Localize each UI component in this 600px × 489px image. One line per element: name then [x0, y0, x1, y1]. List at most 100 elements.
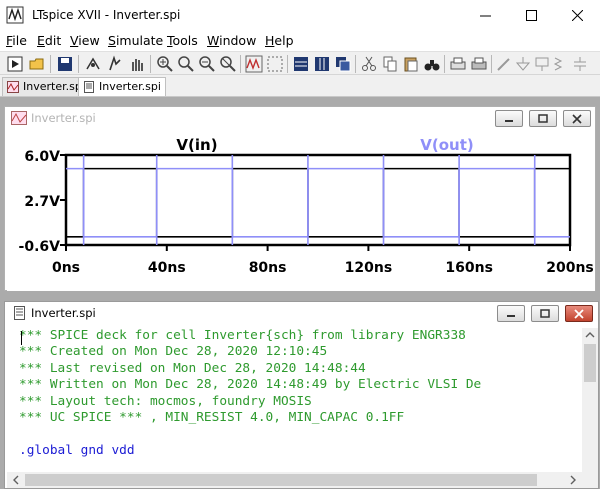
x-tick-label-0: 0ns	[52, 260, 80, 276]
tab-label: Inverter.spi	[99, 80, 161, 93]
legend-label-1: V(out)	[420, 136, 473, 154]
run-icon[interactable]	[6, 55, 24, 73]
cut-icon[interactable]	[360, 55, 378, 73]
zoom-fit-icon[interactable]	[219, 55, 237, 73]
netlist-line: *** Layout tech: mocmos, foundry MOSIS	[19, 393, 312, 409]
close-icon	[574, 309, 584, 319]
horizontal-scroll-thumb[interactable]	[25, 474, 537, 486]
netlist-icon	[84, 81, 94, 93]
resistor-icon[interactable]	[552, 55, 570, 73]
netlist-maximize-button[interactable]	[531, 305, 559, 322]
vertical-scroll-thumb[interactable]	[584, 344, 596, 382]
autorange-icon[interactable]	[245, 55, 263, 73]
series-line-1	[66, 167, 570, 238]
maximize-icon	[526, 10, 537, 21]
scroll-right-icon[interactable]	[566, 472, 580, 488]
scroll-left-icon[interactable]	[9, 472, 23, 488]
find-binoculars-icon[interactable]	[423, 55, 441, 73]
waveform-chart[interactable]: V(in) V(out) 6.0V 2.7V -0.6V 0ns 40ns 80ns 120ns…	[7, 131, 595, 291]
save-icon[interactable]	[56, 55, 74, 73]
netlist-line: .global gnd vdd	[19, 442, 135, 458]
document-tab-bar: Inverter.spi Inverter.spi	[0, 75, 600, 97]
netlist-line: *** UC SPICE *** , MIN_RESIST 4.0, MIN_C…	[19, 410, 405, 426]
netlist-close-button[interactable]	[565, 305, 593, 322]
plot-window-titlebar[interactable]: Inverter.spi	[5, 107, 595, 129]
control-panel-icon[interactable]	[84, 55, 102, 73]
menu-tools[interactable]: Tools	[167, 33, 198, 48]
cascade-icon[interactable]	[334, 55, 352, 73]
waveform-icon	[11, 111, 27, 125]
minimize-button[interactable]	[462, 0, 508, 30]
plot-close-button[interactable]	[563, 110, 591, 127]
capacitor-icon[interactable]	[571, 55, 589, 73]
x-tick-label-2: 80ns	[249, 260, 287, 276]
scrollbar-corner	[582, 472, 598, 488]
netlist-line: *** Last revised on Mon Dec 28, 2020 14:…	[19, 360, 366, 376]
halt-hand-icon[interactable]	[128, 55, 146, 73]
netlist-line	[19, 426, 582, 442]
zoom-in-icon[interactable]	[156, 55, 174, 73]
tab-waveform[interactable]: Inverter.spi	[2, 77, 90, 96]
ltspice-app-icon	[6, 6, 24, 24]
netlist-text-area[interactable]: *** SPICE deck for cell Inverter{sch} fr…	[19, 328, 582, 472]
horizontal-scrollbar[interactable]	[7, 472, 582, 488]
close-button[interactable]	[554, 0, 600, 30]
maximize-icon	[540, 309, 550, 318]
plot-minimize-button[interactable]	[495, 110, 523, 127]
window-title: LTspice XVII - Inverter.spi	[32, 8, 181, 22]
menu-window[interactable]: Window	[207, 33, 257, 48]
tile-vertical-icon[interactable]	[313, 55, 331, 73]
vertical-scrollbar[interactable]	[582, 328, 598, 472]
netlist-window-titlebar[interactable]: Inverter.spi	[5, 302, 598, 324]
print-icon[interactable]	[470, 55, 488, 73]
tab-netlist[interactable]: Inverter.spi	[78, 77, 166, 96]
plot-window: Inverter.spi V(in) V(out) 6.0V 2.7V -0.6V 0ns…	[4, 106, 596, 291]
plot-window-title: Inverter.spi	[31, 111, 96, 125]
plot-maximize-button[interactable]	[529, 110, 557, 127]
x-tick-label-4: 160ns	[445, 260, 493, 276]
title-bar[interactable]: LTspice XVII - Inverter.spi	[0, 0, 600, 30]
zoom-out-icon[interactable]	[198, 55, 216, 73]
draw-wire-icon[interactable]	[495, 55, 513, 73]
menu-bar: File Edit View Simulate Tools Window Hel…	[0, 30, 600, 51]
maximize-button[interactable]	[508, 0, 554, 30]
y-tick-label-2: -0.6V	[19, 239, 61, 255]
menu-view[interactable]: View	[70, 33, 100, 48]
netlist-icon	[14, 306, 25, 320]
menu-help[interactable]: Help	[265, 33, 294, 48]
netlist-line: *** SPICE deck for cell Inverter{sch} fr…	[19, 328, 466, 343]
menu-simulate[interactable]: Simulate	[108, 33, 164, 48]
x-tick-label-3: 120ns	[345, 260, 393, 276]
paste-icon[interactable]	[402, 55, 420, 73]
menu-edit[interactable]: Edit	[37, 33, 62, 48]
netlist-line: *** Written on Mon Dec 28, 2020 14:48:49…	[19, 377, 482, 393]
y-tick-label-1: 2.7V	[24, 194, 60, 210]
close-icon	[572, 114, 582, 124]
netlist-window: Inverter.spi *** SPICE deck for cell Inv…	[4, 301, 599, 489]
x-tick-label-5: 200ns	[546, 260, 594, 276]
legend-label-0: V(in)	[176, 136, 217, 154]
menu-file[interactable]: File	[6, 33, 27, 48]
netlist-window-title: Inverter.spi	[31, 306, 96, 320]
waveform-icon	[7, 81, 19, 93]
select-area-icon[interactable]	[266, 55, 284, 73]
x-tick-label-1: 40ns	[148, 260, 186, 276]
scroll-up-icon[interactable]	[582, 328, 598, 342]
ground-icon[interactable]	[514, 55, 532, 73]
pan-icon[interactable]	[177, 55, 195, 73]
minimize-icon	[507, 315, 515, 317]
copy-icon[interactable]	[381, 55, 399, 73]
label-net-icon[interactable]	[533, 55, 551, 73]
run-simulation-icon[interactable]	[106, 55, 124, 73]
open-folder-icon[interactable]	[28, 55, 46, 73]
print-setup-icon[interactable]	[449, 55, 467, 73]
close-icon	[572, 10, 583, 21]
plot-area[interactable]: V(in) V(out) 6.0V 2.7V -0.6V 0ns 40ns 80ns 120ns…	[7, 131, 595, 291]
tile-horizontal-icon[interactable]	[292, 55, 310, 73]
maximize-icon	[538, 114, 548, 123]
y-tick-label-0: 6.0V	[24, 149, 60, 165]
netlist-minimize-button[interactable]	[497, 305, 525, 322]
text-caret	[21, 331, 22, 345]
netlist-line: *** Created on Mon Dec 28, 2020 12:10:45	[19, 344, 328, 360]
series-line-0	[66, 167, 570, 238]
